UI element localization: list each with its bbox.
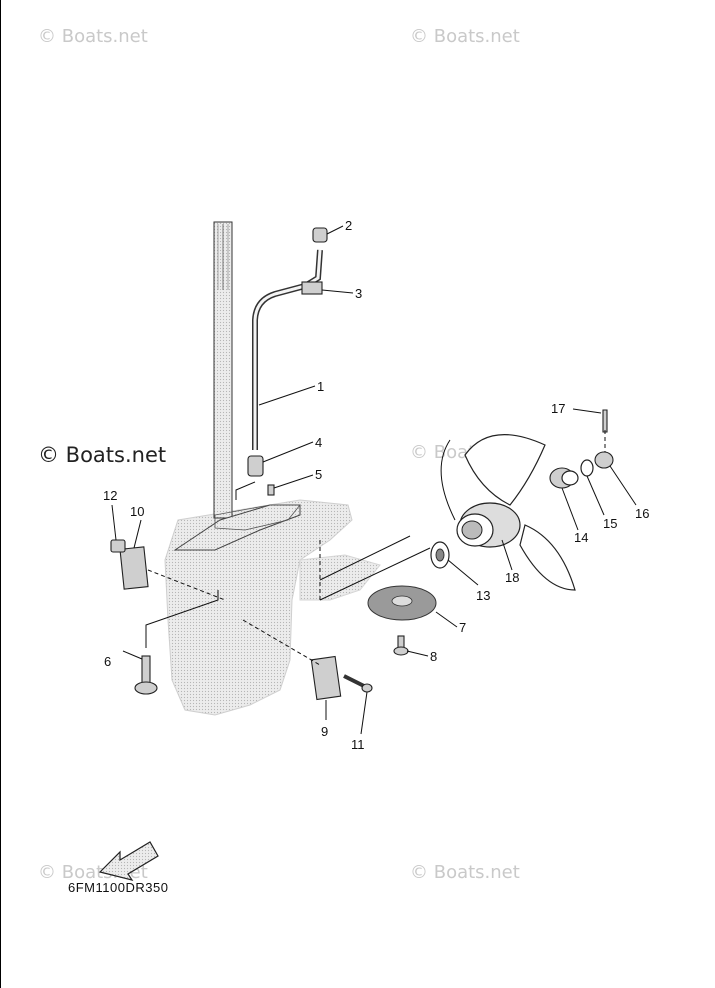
callout-11: 11 bbox=[351, 737, 365, 752]
callout-17: 17 bbox=[551, 401, 565, 416]
callout-5: 5 bbox=[315, 467, 322, 482]
screw-11 bbox=[343, 674, 373, 693]
grommet bbox=[312, 227, 328, 243]
cotter-pin bbox=[602, 409, 608, 433]
callout-1: 1 bbox=[317, 379, 324, 394]
callout-3: 3 bbox=[355, 286, 362, 301]
bolt-6 bbox=[134, 655, 158, 695]
callout-8: 8 bbox=[430, 649, 437, 664]
callout-13: 13 bbox=[476, 588, 490, 603]
diagram-code: 6FM1100DR350 bbox=[68, 880, 169, 895]
callout-16: 16 bbox=[635, 506, 649, 521]
watermark-bottom-right: © Boats.net bbox=[410, 862, 520, 883]
leader-lines bbox=[111, 225, 637, 735]
callout-9: 9 bbox=[321, 724, 328, 739]
assembly-line-g bbox=[145, 590, 219, 648]
housing-top-plate bbox=[173, 504, 301, 551]
lower-unit-skeg bbox=[299, 554, 381, 601]
watermark-top-left: © Boats.net bbox=[38, 26, 148, 47]
lower-unit-housing bbox=[164, 499, 353, 716]
callout-14: 14 bbox=[574, 530, 588, 545]
callout-18: 18 bbox=[505, 570, 519, 585]
callout-10: 10 bbox=[130, 504, 144, 519]
assembly-line-e bbox=[319, 547, 431, 601]
assembly-line-b bbox=[242, 619, 321, 666]
callout-15: 15 bbox=[603, 516, 617, 531]
forward-arrow-icon bbox=[98, 841, 159, 881]
callout-12: 12 bbox=[103, 488, 117, 503]
cover-plate-left bbox=[119, 546, 149, 590]
watermark-top-right: © Boats.net bbox=[410, 26, 520, 47]
spacer bbox=[549, 467, 579, 489]
callout-2: 2 bbox=[345, 218, 352, 233]
propeller-nut bbox=[594, 451, 614, 469]
nut-12 bbox=[110, 539, 126, 553]
water-tube-seal bbox=[247, 455, 264, 477]
drive-shaft bbox=[213, 221, 233, 519]
propeller bbox=[440, 434, 576, 591]
bolt-8 bbox=[393, 635, 409, 656]
callout-4: 4 bbox=[315, 435, 322, 450]
watermark-middle-left: © Boats.net bbox=[38, 443, 167, 467]
assembly-line-h bbox=[235, 481, 256, 500]
water-tube bbox=[252, 249, 323, 450]
thrust-washer bbox=[430, 541, 450, 569]
assembly-line-f bbox=[319, 535, 411, 581]
water-tube-clamp bbox=[301, 281, 323, 295]
callout-7: 7 bbox=[459, 620, 466, 635]
cover-plate-right bbox=[310, 655, 342, 701]
dowel-pin bbox=[267, 484, 275, 496]
callout-6: 6 bbox=[104, 654, 111, 669]
washer bbox=[580, 459, 594, 477]
